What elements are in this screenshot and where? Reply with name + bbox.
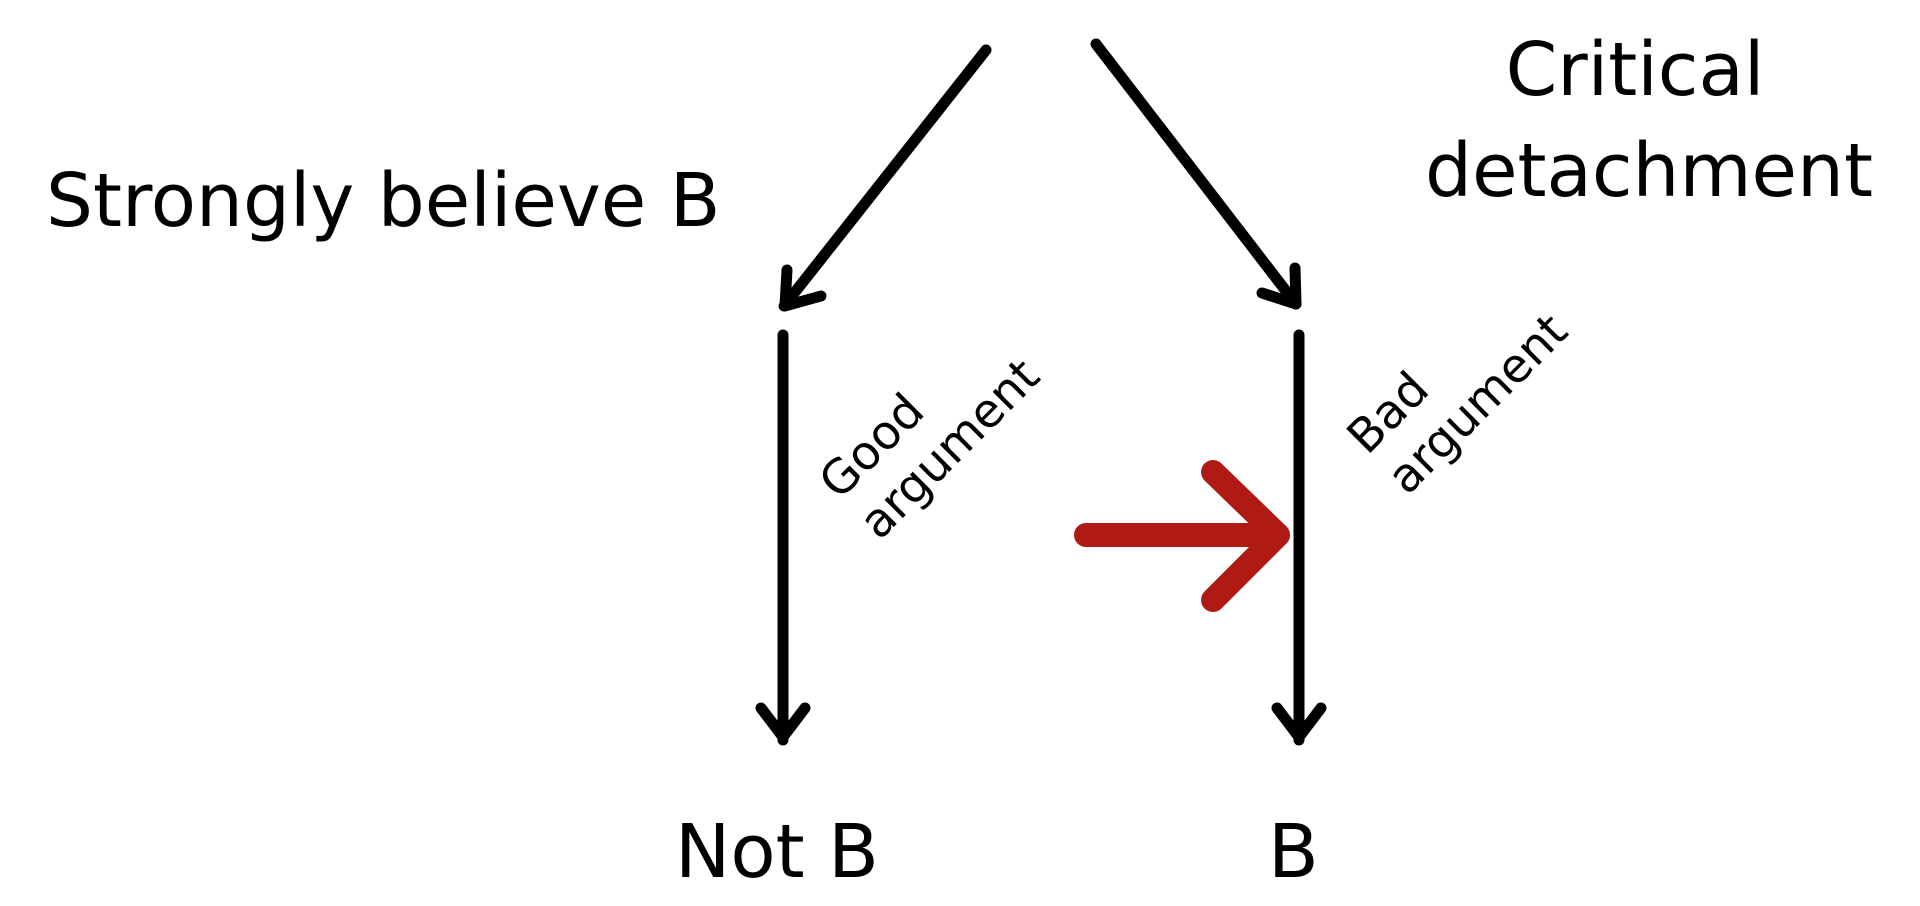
premise-label: Strongly believe B: [46, 158, 721, 244]
good-argument-arrow: [755, 329, 811, 746]
b-outcome-label: B: [1268, 809, 1319, 895]
critical-detachment-label: Critical detachment: [1425, 27, 1873, 215]
diagonal-arrow-right: [1090, 38, 1302, 310]
not-b-outcome-label: Not B: [675, 809, 879, 895]
highlight-arrow: [1074, 460, 1290, 612]
diagonal-arrow-left: [778, 44, 992, 312]
bad-argument-arrow: [1271, 329, 1327, 746]
